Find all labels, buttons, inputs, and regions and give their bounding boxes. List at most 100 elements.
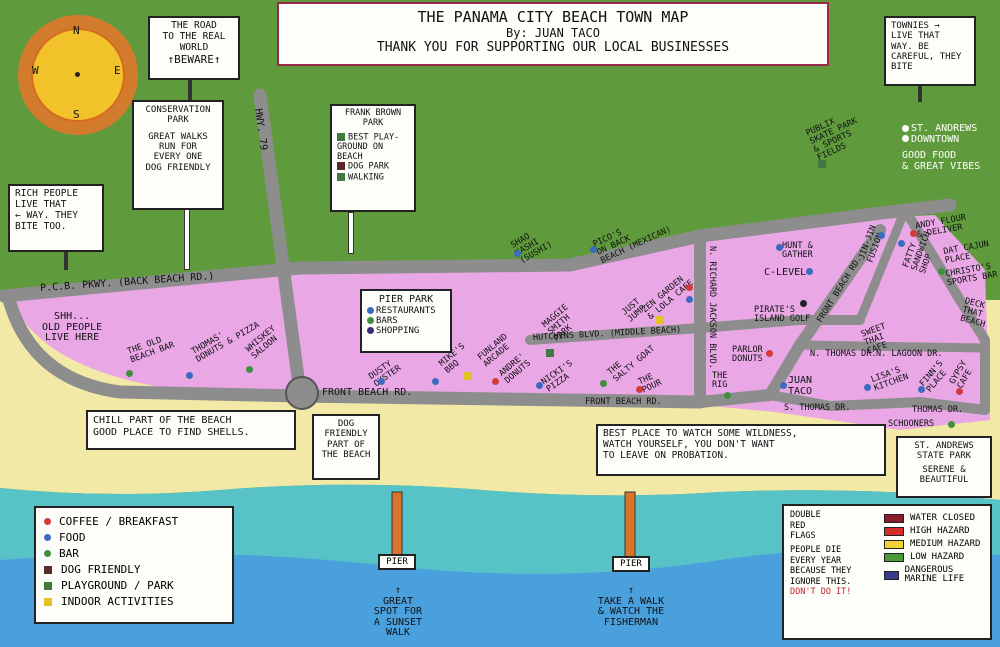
- flag-item-medium: MEDIUM HAZARD: [884, 540, 984, 549]
- front-beach-road-mid-label: FRONT BEACH RD.: [585, 397, 662, 407]
- n-thomas-label: N. THOMAS DR.: [810, 349, 877, 359]
- arrow-right-icon: →: [934, 21, 940, 31]
- label-line: A SUNSET: [373, 616, 423, 628]
- sign-post: [188, 80, 192, 102]
- sign-line: STATE PARK: [916, 451, 972, 462]
- label-line: ST. ANDREWS: [911, 123, 978, 134]
- sign-line: CHILL PART OF THE BEACH: [93, 415, 232, 426]
- sign-line: CONSERVATION: [145, 105, 211, 115]
- food-marker-icon: [686, 296, 693, 303]
- food-marker-icon: [44, 534, 51, 541]
- sign-line: FRIENDLY: [324, 429, 368, 440]
- park-marker-icon: [546, 349, 554, 357]
- warning-line: PEOPLE DIE: [790, 544, 842, 555]
- flag-label: LOW HAZARD: [910, 552, 965, 562]
- food-marker-icon: [432, 378, 439, 385]
- coffee-marker-icon: [492, 378, 499, 385]
- golf-marker-icon: [800, 300, 807, 307]
- sign-line: SHOPPING: [376, 326, 420, 337]
- flag-label: DANGEROUS MARINE LIFE: [904, 565, 965, 584]
- sign-line: DOG PARK: [348, 161, 389, 172]
- thomas-dr-label: THOMAS DR.: [912, 405, 964, 415]
- legend-item-coffee: COFFEE / BREAKFAST: [44, 515, 224, 528]
- food-marker-icon: [186, 372, 193, 379]
- coffee-marker-icon: [44, 518, 51, 525]
- sign-line: PARK: [167, 115, 189, 126]
- sign-line: WAY. THEY: [26, 209, 78, 221]
- bar-marker-icon: [724, 392, 731, 399]
- label-line: FISHERMAN: [603, 616, 659, 628]
- purple-flag-icon: [884, 570, 899, 580]
- sign-line: CAREFUL, THEY: [891, 52, 962, 63]
- st-andrews-state-park-sign: ST. ANDREWS STATE PARK SERENE & BEAUTIFU…: [896, 436, 992, 498]
- coffee-marker-icon: [686, 284, 693, 291]
- label-line: SHH...: [54, 311, 91, 322]
- label-line: GATHER: [782, 249, 813, 260]
- title-banner: THE PANAMA CITY BEACH TOWN MAP By: JUAN …: [277, 2, 829, 66]
- n-thomas-road: [855, 205, 910, 325]
- green-flag-icon: [884, 553, 904, 562]
- sign-title: PARK: [362, 117, 384, 128]
- red-flag-icon: [884, 527, 904, 536]
- label-line: TAKE A WALK: [597, 595, 665, 607]
- n-lagoon-road: [795, 340, 990, 353]
- c-level-label: C-LEVEL: [764, 267, 807, 278]
- warning-line: RED: [790, 520, 806, 531]
- arrow-up-icon: ↑: [394, 585, 402, 596]
- the-rig-label: THE RIG: [712, 372, 727, 390]
- sign-line: BITE: [891, 62, 913, 73]
- chill-beach-sign: CHILL PART OF THE BEACH GOOD PLACE TO FI…: [86, 410, 296, 450]
- sign-line: BEST PLACE TO WATCH SOME WILDNESS,: [603, 428, 798, 439]
- food-marker-icon: [780, 382, 787, 389]
- bar-marker-icon: [126, 370, 133, 377]
- indoor-marker-icon: [44, 597, 52, 606]
- arrow-left-icon: ←: [15, 209, 21, 221]
- roads: [0, 88, 990, 415]
- sign-line: WAY. BE: [891, 41, 929, 52]
- beach-flags-legend: DOUBLE RED FLAGS PEOPLE DIE EVERY YEAR B…: [782, 504, 992, 640]
- compass-center: [75, 72, 80, 77]
- schooners-label: SCHOONERS: [888, 419, 935, 429]
- food-marker-icon: [776, 244, 783, 251]
- map-title: THE PANAMA CITY BEACH TOWN MAP: [417, 8, 689, 26]
- label-line: OLD PEOPLE: [42, 321, 103, 333]
- hutchins-road: [525, 315, 865, 345]
- pier-park-sign: PIER PARK RESTAURANTS BARS SHOPPING: [360, 289, 452, 353]
- sign-title: FRANK BROWN: [344, 108, 402, 118]
- sign-line: DOG FRIENDLY: [145, 162, 211, 173]
- food-marker-icon: [864, 384, 871, 391]
- juan-taco-label: JUAN TACO: [788, 375, 812, 397]
- label-line: ISLAND GOLF: [754, 313, 811, 324]
- legend-label: DOG FRIENDLY: [61, 563, 141, 576]
- park-marker-icon: [337, 132, 345, 141]
- flag-label: MEDIUM HAZARD: [910, 539, 981, 549]
- food-marker-icon: [918, 386, 925, 393]
- bullet-icon: [902, 124, 909, 132]
- sign-line: GOOD PLACE TO FIND SHELLS.: [93, 426, 250, 438]
- sign-line: RESTAURANTS: [376, 305, 436, 316]
- sign-line: BEST PLAY-GROUND ON BEACH: [337, 132, 400, 162]
- legend-item-bar: BAR: [44, 547, 224, 560]
- warning-line: EVERY YEAR: [790, 555, 842, 566]
- sign-post: [64, 252, 68, 270]
- east-loop-road: [900, 205, 990, 415]
- food-marker-icon: [590, 246, 597, 253]
- west-pier-caption: ↑ GREAT SPOT FOR A SUNSET WALK: [358, 585, 438, 639]
- arrow-up-icon: ↑: [167, 52, 175, 66]
- flag-item-marine: DANGEROUS MARINE LIFE: [884, 566, 984, 584]
- compass-east: E: [114, 64, 121, 77]
- yellow-flag-icon: [884, 540, 904, 549]
- food-marker-icon: [898, 240, 905, 247]
- st-andrews-downtown-label: ST. ANDREWS DOWNTOWN GOOD FOOD & GREAT V…: [902, 123, 980, 172]
- sign-line: BEAUTIFUL: [919, 475, 969, 486]
- sign-line: BITE TOO.: [15, 220, 67, 232]
- bullet-icon: [902, 135, 909, 142]
- flag-warning: DOUBLE RED FLAGS PEOPLE DIE EVERY YEAR B…: [790, 510, 878, 634]
- park-marker-icon: [44, 581, 52, 590]
- sign-post: [918, 86, 922, 102]
- roundabout: [285, 376, 319, 410]
- sign-line: EVERY ONE: [153, 152, 203, 163]
- food-marker-icon: [536, 382, 543, 389]
- coffee-marker-icon: [766, 350, 773, 357]
